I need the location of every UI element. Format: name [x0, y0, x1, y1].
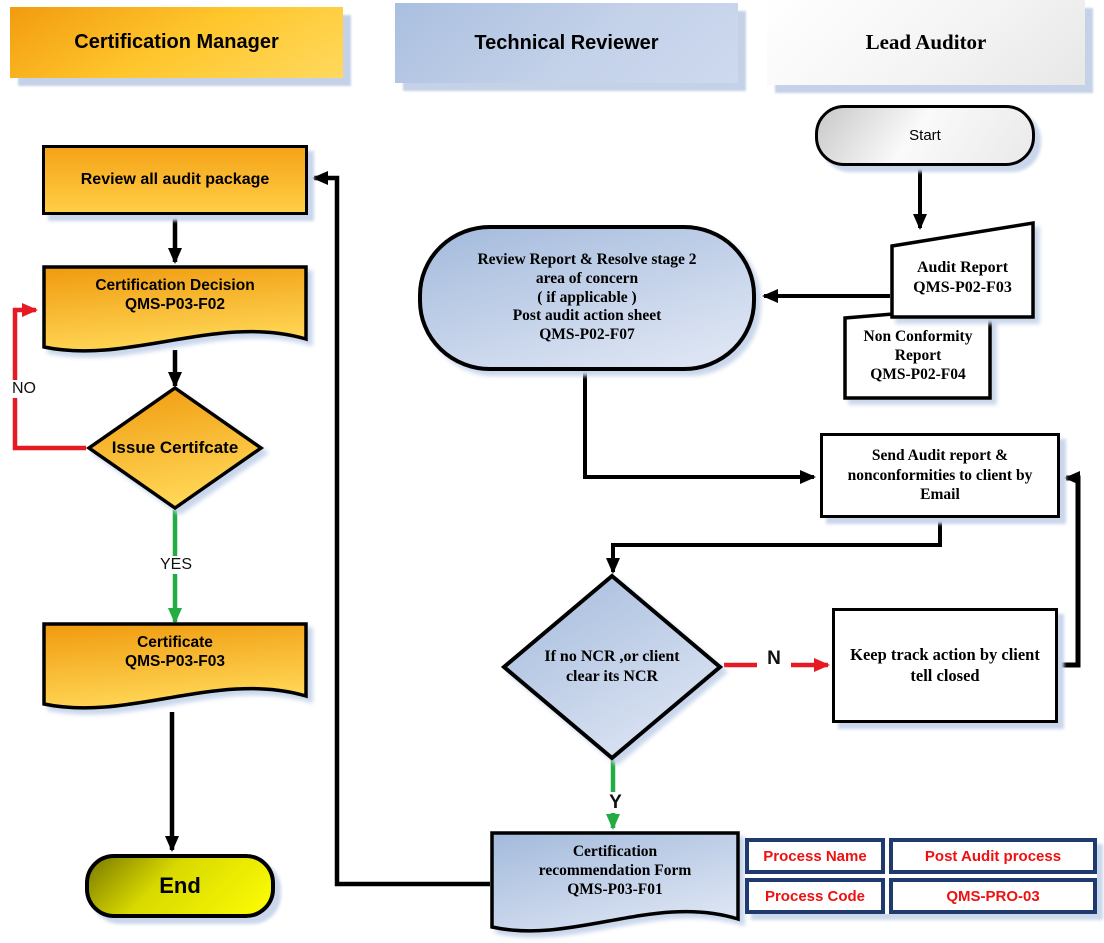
edge-keep-track-to-send-audit — [1058, 471, 1081, 668]
node-end: End — [85, 854, 275, 918]
edge-review-report-to-send-audit — [583, 371, 816, 484]
node-end-label: End — [159, 873, 201, 898]
lane-label: Certification Manager — [74, 31, 279, 53]
node-non-conformity-report-label: Non Conformity Report QMS-P02-F04 — [863, 328, 973, 383]
node-audit-report: Audit Report QMS-P02-F03 — [890, 220, 1035, 320]
node-cert-decision: Certification Decision QMS-P03-F02 — [42, 265, 308, 357]
node-review-report: Review Report & Resolve stage 2 area of … — [417, 224, 757, 372]
table-cell-process-name-key: Process Name — [745, 838, 885, 874]
node-keep-track-label: Keep track action by client tell closed — [850, 644, 1040, 685]
edge-label-no: NO — [1, 380, 47, 398]
node-cert-decision-label: Certification Decision QMS-P03-F02 — [95, 277, 255, 313]
node-audit-report-label: Audit Report QMS-P02-F03 — [913, 259, 1012, 296]
edge-label-yes: YES — [143, 556, 209, 574]
node-review-package: Review all audit package — [42, 145, 308, 215]
node-start-label: Start — [909, 127, 941, 144]
node-cert-recommendation: Certification recommendation Form QMS-P0… — [490, 831, 740, 937]
lane-label: Technical Reviewer — [474, 31, 659, 54]
node-send-audit: Send Audit report & nonconformities to c… — [820, 433, 1060, 518]
node-cert-recommendation-label: Certification recommendation Form QMS-P0… — [538, 843, 692, 898]
edge-send-audit-to-ncr-decision — [606, 519, 942, 574]
card-shape — [890, 220, 1035, 319]
diamond-shape — [500, 573, 724, 761]
node-start: Start — [815, 105, 1035, 166]
edge-label-y: Y — [600, 792, 631, 813]
diamond-shape — [85, 385, 265, 511]
node-keep-track: Keep track action by client tell closed — [832, 608, 1058, 723]
node-review-report-label: Review Report & Resolve stage 2 area of … — [477, 250, 697, 344]
node-certificate-label: Certificate QMS-P03-F03 — [125, 634, 225, 670]
table-cell-process-code-key: Process Code — [745, 878, 885, 914]
lane-header-lead-auditor: Lead Auditor — [767, 0, 1085, 85]
node-review-package-label: Review all audit package — [80, 171, 270, 188]
table-cell-process-code-value: QMS-PRO-03 — [889, 878, 1097, 914]
node-issue-certificate-label: Issue Certifcate — [111, 437, 239, 457]
document-shape — [490, 831, 740, 933]
node-ncr-decision: If no NCR ,or client clear its NCR — [500, 573, 724, 761]
node-ncr-decision-label: If no NCR ,or client clear its NCR — [544, 648, 680, 685]
lane-header-technical-reviewer: Technical Reviewer — [395, 3, 738, 83]
node-non-conformity-report: Non Conformity Report QMS-P02-F04 — [843, 303, 993, 402]
lane-label: Lead Auditor — [865, 30, 987, 54]
document-shape — [42, 622, 308, 710]
node-issue-certificate: Issue Certifcate — [85, 385, 265, 511]
process-info-table: Process Name Post Audit process Process … — [745, 838, 1097, 914]
node-certificate: Certificate QMS-P03-F03 — [42, 622, 308, 714]
node-send-audit-label: Send Audit report & nonconformities to c… — [847, 447, 1033, 504]
edge-label-n: N — [757, 648, 791, 669]
table-cell-process-name-value: Post Audit process — [889, 838, 1097, 874]
lane-header-certification-manager: Certification Manager — [10, 7, 343, 78]
